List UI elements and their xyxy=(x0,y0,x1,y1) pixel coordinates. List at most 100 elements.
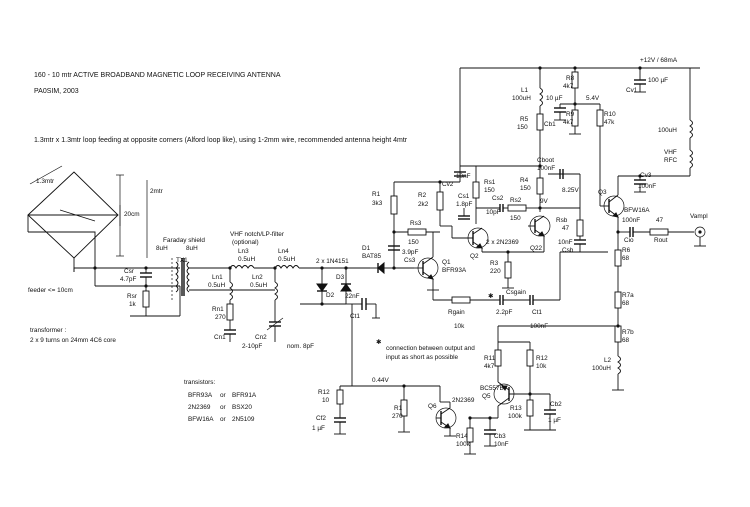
r14-label: R14 xyxy=(456,433,468,440)
q6-label: Q6 xyxy=(428,403,437,410)
star-marker: ✱ xyxy=(488,293,493,300)
r7a-value: 68 xyxy=(622,300,630,307)
transistors-title: transistors: xyxy=(184,379,215,386)
schematic-title: 160 - 10 mtr ACTIVE BROADBAND MAGNETIC L… xyxy=(34,72,281,79)
cboot-label: Cboot xyxy=(537,157,554,164)
transistor-q6 xyxy=(435,386,457,437)
csb-label: Csb xyxy=(562,247,574,254)
transformer-description: 2 x 9 turns on 24mm 4C6 core xyxy=(30,337,116,344)
transformer-tx1: 8uH 8uH TX1 xyxy=(156,245,198,300)
q2-label: Q2 xyxy=(470,253,479,260)
q3-value: BFW16A xyxy=(624,207,650,214)
rgain-value: 10k xyxy=(454,323,465,330)
transformer-title: transformer : xyxy=(30,327,66,334)
author-credit: PA0SIM, 2003 xyxy=(34,88,79,95)
r9-label: R9 xyxy=(566,111,575,118)
r2-label: R2 xyxy=(418,192,427,199)
r11-value: 4k7 xyxy=(484,363,495,370)
rsr-value: 1k xyxy=(129,301,137,308)
csr-value: 4.7pF xyxy=(120,276,136,283)
cn1-label: Cn1 xyxy=(214,334,226,341)
d2-label: D2 xyxy=(326,292,335,299)
loop-description: 1.3mtr x 1.3mtr loop feeding at opposite… xyxy=(34,137,408,144)
q3-label: Q3 xyxy=(598,189,607,196)
r12b-label: R12 xyxy=(318,389,330,396)
csgain-value: 2.2pF xyxy=(496,309,512,316)
ln2-label: Ln2 xyxy=(252,274,263,281)
l1-label: L1 xyxy=(521,87,529,94)
tx1-label: TX1 xyxy=(176,257,188,264)
transistor-row-2-or: or xyxy=(220,404,227,411)
cn2-value: 2-10pF xyxy=(242,343,262,350)
r13-label: R13 xyxy=(510,405,522,412)
cb1-value: 10 µF xyxy=(546,95,563,102)
cb2-value: 1 µF xyxy=(548,417,561,424)
cs2-value: 10pF xyxy=(486,209,501,216)
d1-value: BAT85 xyxy=(362,253,382,260)
q6-value: 2N2369 xyxy=(452,397,475,404)
cb2-label: Cb2 xyxy=(550,401,562,408)
r10-value: 47k xyxy=(604,119,615,126)
ln4-label: Ln4 xyxy=(278,248,289,255)
r4-label: R4 xyxy=(520,177,529,184)
transistor-row-1-or: or xyxy=(220,392,227,399)
r7a-label: R7a xyxy=(622,292,634,299)
loop-gap-label: 20cm xyxy=(124,211,140,218)
q22-label: Q22 xyxy=(530,245,543,252)
rfc-l-value: 100uH xyxy=(658,127,677,134)
cv3-label: Cv3 xyxy=(640,172,652,179)
cb3-value: 10nF xyxy=(494,441,509,448)
r12-label: R12 xyxy=(536,355,548,362)
cf2-label: Cf2 xyxy=(316,415,326,422)
ln3-value: 0.5uH xyxy=(238,256,255,263)
rs1-label: Rs1 xyxy=(484,179,496,186)
r1b-label: R1 xyxy=(394,405,403,412)
loop-height-label: 2mtr xyxy=(150,188,164,195)
diodes-label: 2 x 1N4151 xyxy=(316,258,349,265)
cv2-value: 10nF xyxy=(456,173,471,180)
r4-value: 150 xyxy=(520,185,531,192)
transistor-row-2-a: 2N2369 xyxy=(188,404,211,411)
rout-value: 47 xyxy=(656,217,664,224)
cv1-value: 100 µF xyxy=(648,77,668,84)
q5-label: Q5 xyxy=(482,393,491,400)
r5-label: R5 xyxy=(520,116,529,123)
l1-value: 100uH xyxy=(512,95,531,102)
ct1-label: Ct1 xyxy=(532,309,542,316)
r12-value: 10k xyxy=(536,363,547,370)
c22-label: 22nF xyxy=(345,293,360,300)
transistor-q2 xyxy=(440,225,489,249)
r13-value: 100k xyxy=(508,413,523,420)
loop-antenna: 1.3mtr 2mtr 20cm xyxy=(27,165,164,272)
cb3-label: Cb3 xyxy=(494,433,506,440)
cio-value: 100nF xyxy=(622,217,640,224)
r5-value: 150 xyxy=(517,124,528,131)
transistor-q3 xyxy=(600,176,625,232)
cb1-label: Cb1 xyxy=(544,121,556,128)
cv1-label: Cv1 xyxy=(626,87,638,94)
cs2-label: Cs2 xyxy=(492,195,504,202)
rgain-label: Rgain xyxy=(448,309,465,316)
r1b-value: 270 xyxy=(392,413,403,420)
r3-value: 220 xyxy=(490,268,501,275)
cs1-label: Cs1 xyxy=(458,193,470,200)
r3-label: R3 xyxy=(490,260,499,267)
voltage-9v: 9V xyxy=(540,198,549,205)
transistor-row-1-a: BFR93A xyxy=(188,392,213,399)
voltage-0v44: 0.44V xyxy=(372,377,389,384)
feeder-label: feeder <= 10cm xyxy=(28,287,73,294)
r6-label: R6 xyxy=(622,247,631,254)
rn1-label: Rn1 xyxy=(212,306,224,313)
transistor-row-3-or: or xyxy=(220,416,227,423)
tx1-l2-value: 8uH xyxy=(186,245,198,252)
rsr-label: Rsr xyxy=(127,293,138,300)
d1-label: D1 xyxy=(362,245,371,252)
csb-value: 10nF xyxy=(558,239,573,246)
l2-label: L2 xyxy=(604,357,612,364)
loop-side-label: 1.3mtr xyxy=(36,178,55,185)
rsb-label: Rsb xyxy=(556,217,568,224)
transistor-row-3-a: BFW16A xyxy=(188,416,214,423)
r11-label: R11 xyxy=(484,355,496,362)
r7b-value: 68 xyxy=(622,337,630,344)
